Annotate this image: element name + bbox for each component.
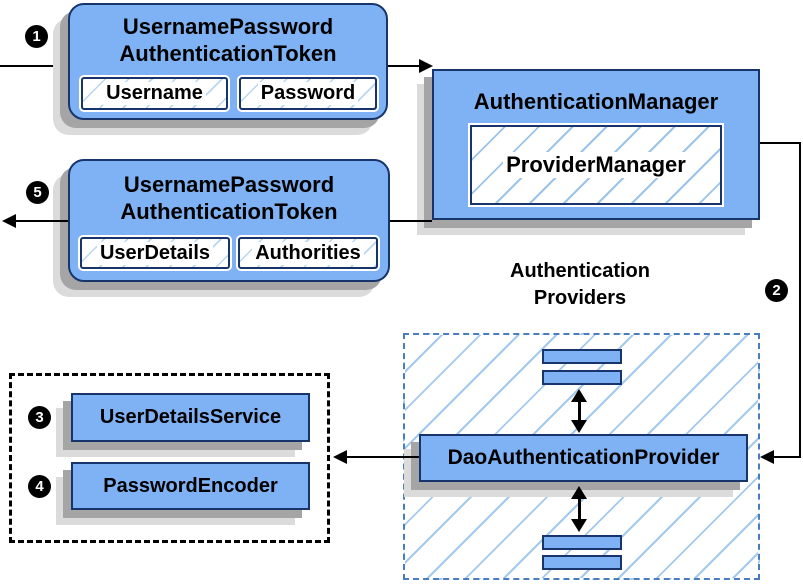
connector-token-to-manager-line	[388, 65, 420, 67]
username-field-label: Username	[103, 82, 206, 105]
user-details-service-node: UserDetailsService	[71, 393, 310, 442]
arrow-left-icon	[760, 450, 774, 464]
double-arrow-vertical-icon	[571, 389, 587, 433]
userdetails-field-label: UserDetails	[96, 241, 214, 265]
arrow-up-icon	[571, 389, 587, 402]
step-4-badge: 4	[28, 475, 51, 498]
provider-placeholder-bar	[542, 349, 622, 364]
arrow-left-icon	[333, 450, 347, 464]
authentication-manager-node: AuthenticationManager ProviderManager	[432, 69, 760, 220]
arrow-down-icon	[571, 519, 587, 532]
response-token-title-line1: UsernamePassword	[123, 172, 335, 197]
connector-manager-out-line	[760, 142, 801, 144]
step-2-badge: 2	[765, 279, 788, 302]
arrow-right-icon	[419, 59, 433, 73]
step-5-badge: 5	[26, 181, 49, 204]
authorities-field-label: Authorities	[252, 241, 364, 265]
connector-to-dao-line	[773, 456, 801, 458]
dao-authentication-provider-node: DaoAuthenticationProvider	[419, 434, 748, 482]
connector-manager-down-line	[799, 142, 801, 458]
authorities-field-box: Authorities	[238, 237, 378, 269]
request-token-title-line1: UsernamePassword	[122, 14, 334, 39]
password-encoder-node: PasswordEncoder	[71, 462, 310, 510]
password-field-box: Password	[239, 77, 377, 110]
providers-group-label-line1: Authentication	[510, 260, 650, 282]
providers-group-label: Authentication Providers	[455, 258, 705, 312]
password-encoder-label: PasswordEncoder	[103, 474, 278, 497]
arrow-up-icon	[571, 486, 587, 499]
provider-placeholder-bar	[542, 535, 622, 550]
user-details-service-label: UserDetailsService	[99, 406, 282, 428]
request-token-title: UsernamePassword AuthenticationToken	[70, 13, 386, 67]
provider-placeholder-bar	[542, 555, 622, 570]
provider-placeholder-bar	[542, 370, 622, 385]
request-token-node: UsernamePassword AuthenticationToken Use…	[68, 3, 388, 120]
arrow-down-icon	[571, 420, 587, 433]
username-field-box: Username	[81, 77, 228, 110]
response-token-title: UsernamePassword AuthenticationToken	[70, 171, 388, 225]
userdetails-field-box: UserDetails	[80, 237, 230, 269]
dao-authentication-provider-label: DaoAuthenticationProvider	[447, 446, 720, 469]
request-token-title-line2: AuthenticationToken	[119, 41, 337, 66]
double-arrow-vertical-icon	[571, 486, 587, 532]
arrow-left-icon	[2, 214, 16, 228]
response-token-title-line2: AuthenticationToken	[120, 199, 338, 224]
step-3-badge: 3	[28, 406, 51, 429]
connector-response-out-line	[14, 220, 68, 222]
provider-manager-box: ProviderManager	[470, 125, 722, 205]
services-group-box	[9, 373, 330, 543]
authentication-manager-title: AuthenticationManager	[473, 89, 719, 114]
provider-manager-label: ProviderManager	[503, 152, 689, 178]
connector-login-request-line	[0, 65, 68, 67]
connector-manager-to-token-line	[390, 220, 432, 222]
response-token-node: UsernamePassword AuthenticationToken Use…	[68, 159, 390, 282]
step-1-badge: 1	[25, 25, 48, 48]
connector-dao-to-services-line	[346, 456, 419, 458]
providers-group-label-line2: Providers	[533, 287, 627, 309]
password-field-label: Password	[257, 82, 359, 105]
